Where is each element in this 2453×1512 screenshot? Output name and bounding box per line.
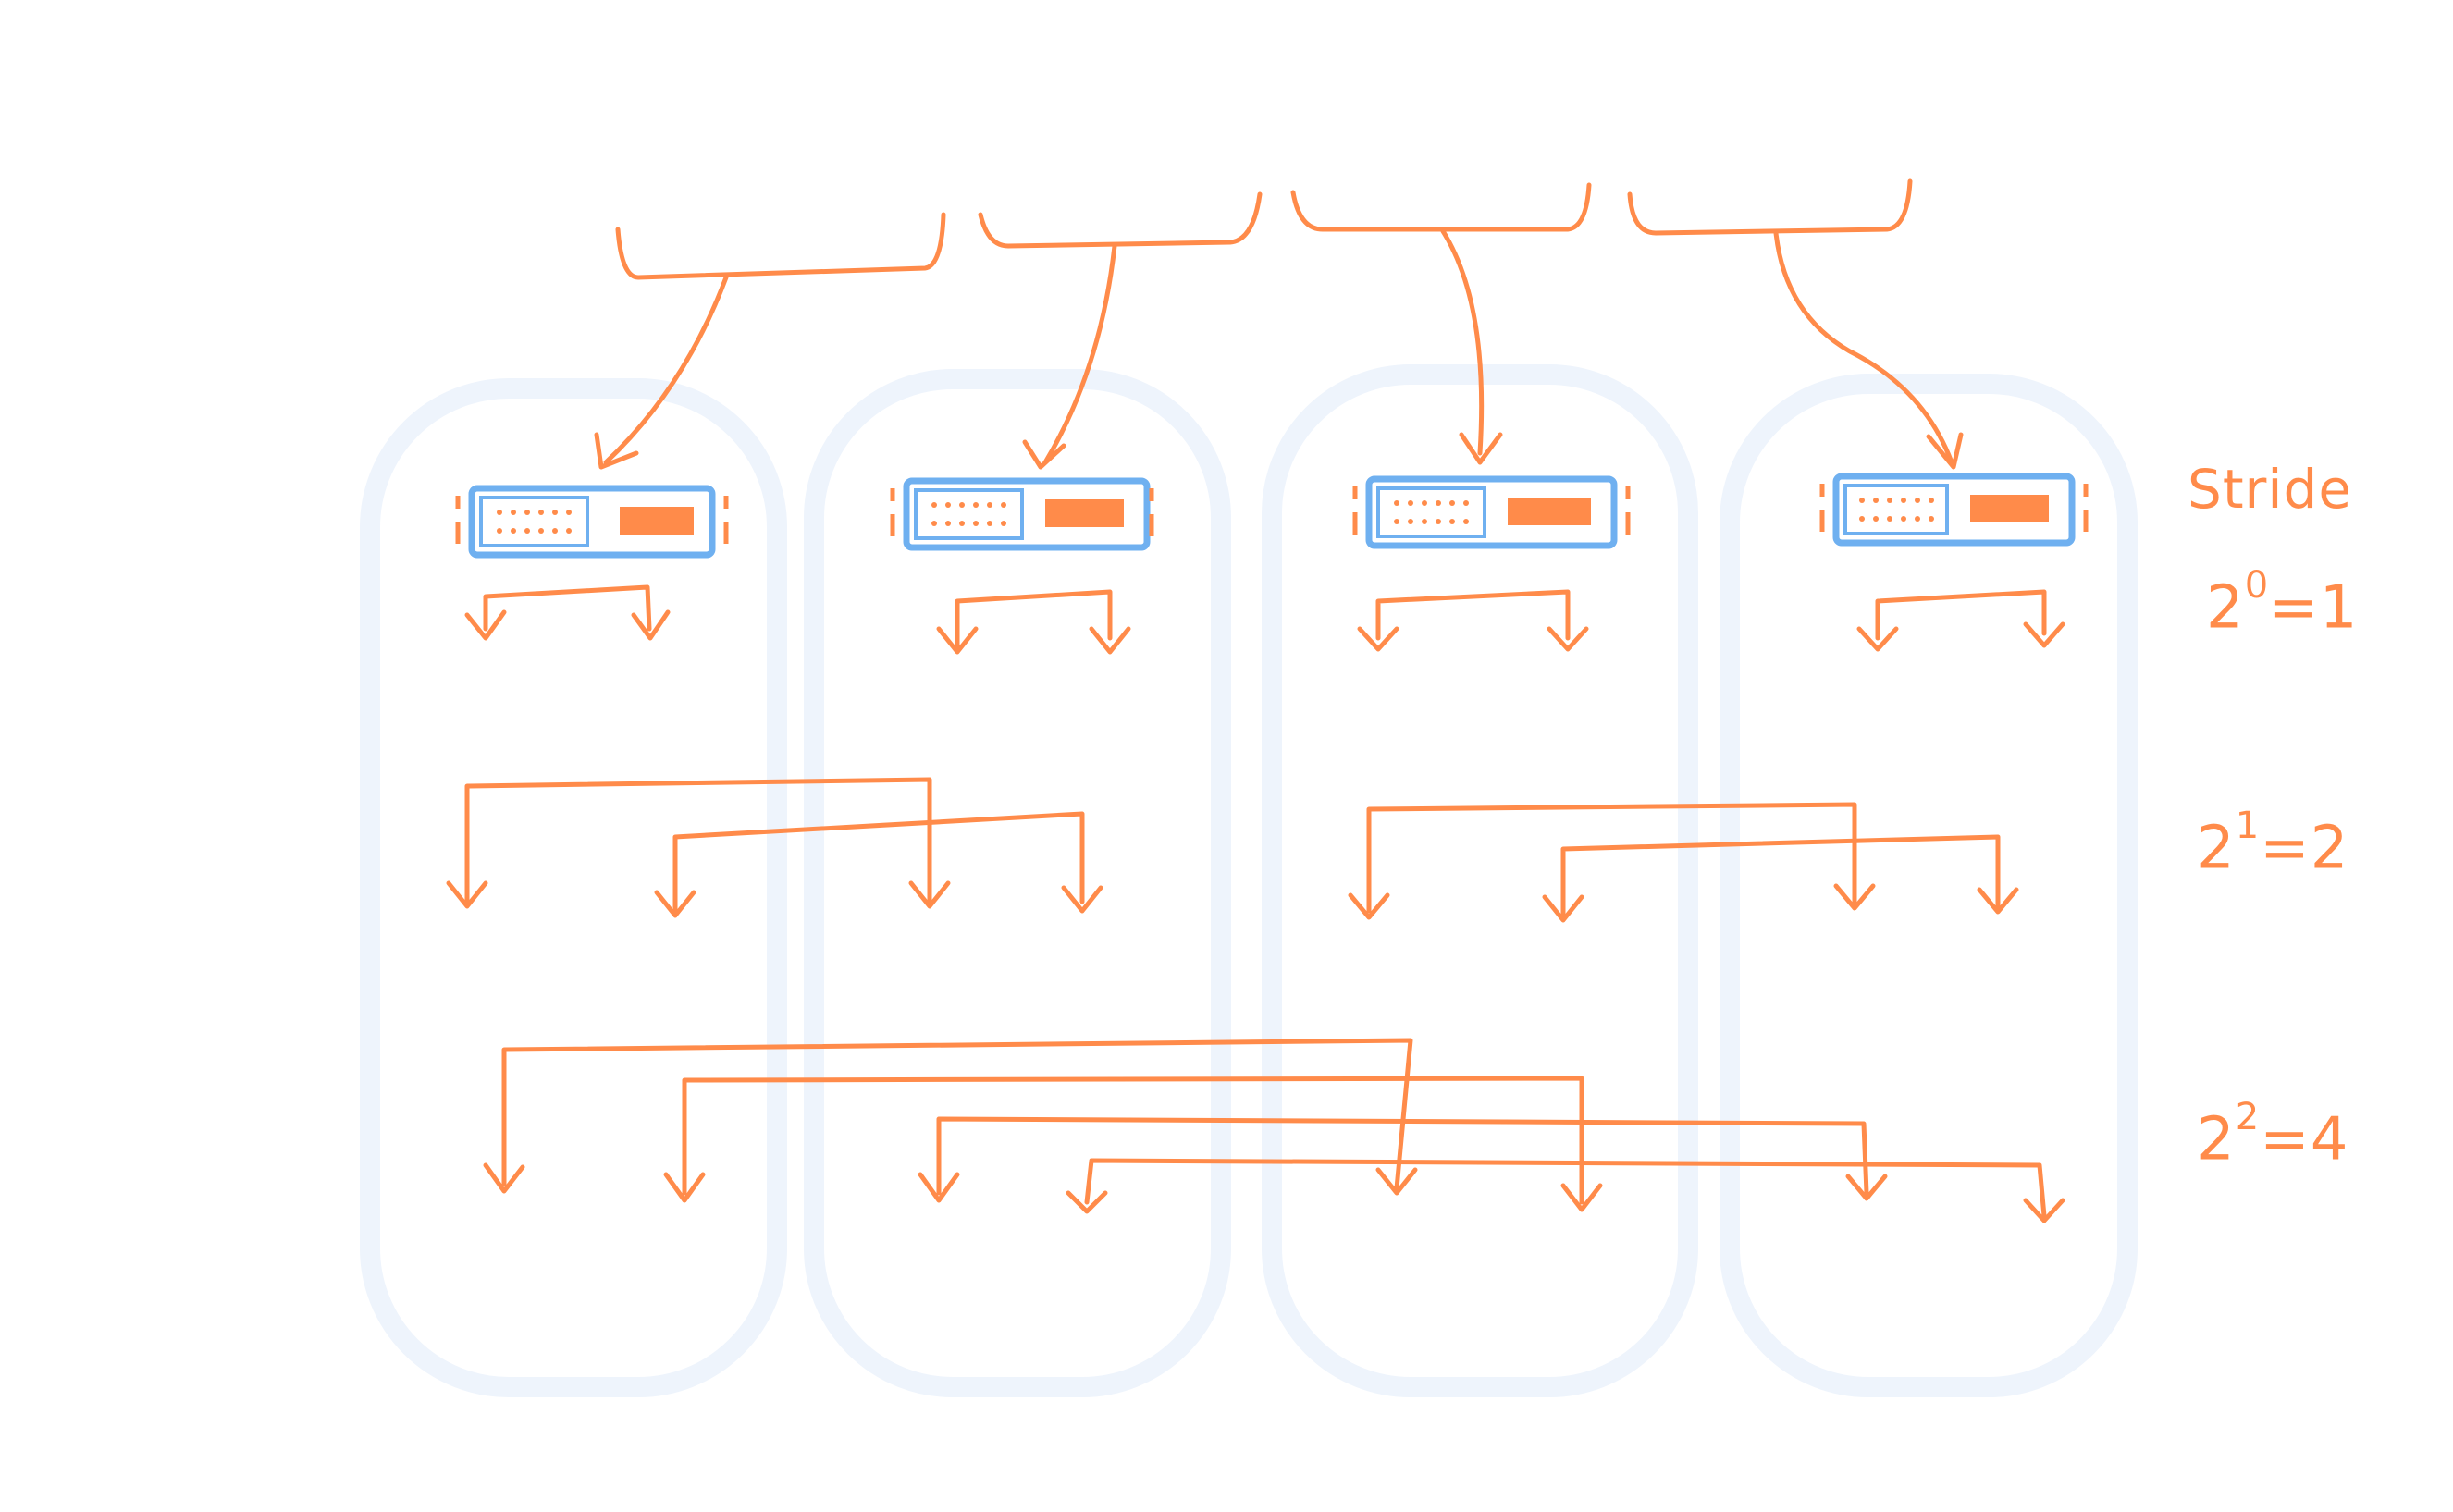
bracket-1 [615,212,946,280]
feed-arrow-1 [594,275,729,470]
group-outlines [360,364,2138,1397]
group-outline-4 [1720,374,2138,1397]
stride-level-label-1: 21=2 [2197,805,2349,883]
bracket-2 [978,191,1263,249]
group-outline-1 [360,378,787,1397]
stride-2-arrow-a [446,777,951,909]
stride-1-arrow-g1 [464,584,671,641]
stride-4-arrow-c [918,1116,1888,1203]
bracket-3 [1290,182,1592,232]
stride-1-arrows [464,584,2065,655]
bracket-4 [1627,178,1913,236]
top-brackets [594,178,1964,470]
level-0-exp: 0 [2244,564,2270,607]
level-2-result: 4 [2310,1105,2349,1174]
stride-4-arrow-a [483,1038,1418,1196]
feed-arrow-3 [1440,228,1503,465]
level-2-exp: 2 [2235,1096,2261,1138]
level-2-base: 2 [2197,1105,2236,1174]
stride-title: Stride [2188,458,2353,521]
level-1-exp: 1 [2235,805,2261,847]
stride-4-arrow-d [1066,1158,2065,1223]
stride-level-label-0: 20=1 [2206,564,2359,643]
level-0-base: 2 [2206,573,2245,643]
memory-module-icon [455,485,729,559]
stride-2-arrow-d [1542,834,2019,923]
stride-2-arrow-c [1348,802,1876,920]
level-1-base: 2 [2197,814,2236,883]
stride-1-arrow-g2 [936,589,1131,655]
feed-arrow-4 [1773,230,1964,470]
stride-4-arrows [483,1038,2065,1223]
stride-1-arrow-g4 [1856,589,2065,652]
memory-module-icon [1352,475,1631,549]
memory-modules [455,473,2089,559]
stride-2-arrows [446,777,2019,923]
stride-1-arrow-g3 [1357,589,1589,652]
group-outline-2 [804,369,1231,1397]
memory-module-icon [1819,473,2089,547]
level-0-result: 1 [2319,573,2359,643]
stride-level-label-2: 22=4 [2197,1096,2349,1174]
memory-module-icon [890,477,1154,551]
stride-2-arrow-b [654,811,1103,918]
level-1-result: 2 [2310,814,2349,883]
feed-arrow-2 [1022,243,1117,470]
stride-4-arrow-b [663,1076,1603,1212]
